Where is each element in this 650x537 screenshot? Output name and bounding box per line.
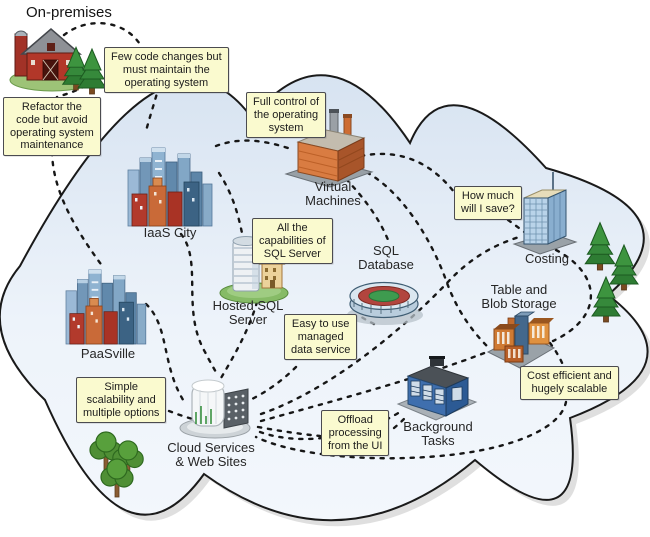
factory-icon — [284, 109, 374, 188]
link-tableblob-costeff — [548, 341, 565, 367]
label-hosted-sql-server: Hosted SQL Server — [212, 298, 284, 328]
link-paas-cloudsvc — [144, 302, 187, 405]
label-paasville: PaaSville — [80, 346, 136, 361]
note-full-control: Full control of the operating system — [246, 92, 327, 139]
link-iaas-hostedsql — [217, 171, 245, 240]
link-simple-cloudsvc — [167, 409, 195, 421]
note-simple-scalability: Simple scalability and multiple options — [76, 377, 167, 424]
link-barn-fewcode — [62, 21, 143, 48]
label-cloud-services: Cloud Services & Web Sites — [167, 440, 255, 470]
label-table-blob-storage: Table and Blob Storage — [481, 282, 557, 312]
label-virtual-machines: Virtual Machines — [305, 179, 361, 209]
label-costing: Costing — [524, 251, 570, 266]
note-easy-managed: Easy to use managed data service — [284, 314, 358, 361]
note-cost-efficient: Cost efficient and hugely scalable — [520, 366, 619, 400]
link-hostedsql-cloudsvc — [219, 300, 259, 380]
warehouse-icon — [396, 356, 478, 421]
on-premises-title: On-premises — [26, 4, 112, 21]
note-offload-processing: Offload processing from the UI — [321, 410, 390, 457]
link-offload-bgtasks — [392, 414, 409, 430]
note-refactor-code: Refactor the code but avoid operating sy… — [3, 97, 101, 156]
skyscraper-icon — [512, 172, 578, 255]
label-background-tasks: Background Tasks — [403, 419, 473, 449]
stadium-icon — [347, 281, 423, 325]
plus-building-icon — [486, 311, 556, 369]
note-how-much-save: How much will I save? — [454, 186, 522, 220]
link-costing-tableblob — [551, 248, 592, 343]
note-all-capabilities: All the capabilities of SQL Server — [252, 218, 333, 265]
white-tower-icon — [179, 379, 251, 439]
barn-icon — [9, 28, 95, 92]
link-cloudsvc-costing — [259, 235, 521, 416]
link-costeff-cloudsvc — [254, 390, 568, 460]
link-iaas-vm — [214, 139, 293, 151]
link-vm-howmuch — [359, 152, 456, 194]
link-vm-tableblob — [356, 166, 493, 352]
link-refactor-paas — [50, 150, 105, 269]
link-iaas-cloudsvc — [179, 232, 220, 378]
label-iaas-city: IaaS City — [143, 225, 197, 240]
link-easy-cloudsvc — [250, 365, 298, 401]
link-vm-sqldb — [344, 177, 392, 247]
label-sql-database: SQL Database — [358, 243, 414, 273]
note-few-code-changes: Few code changes but must maintain the o… — [104, 47, 229, 94]
link-cloudsvc-offload — [256, 425, 322, 438]
